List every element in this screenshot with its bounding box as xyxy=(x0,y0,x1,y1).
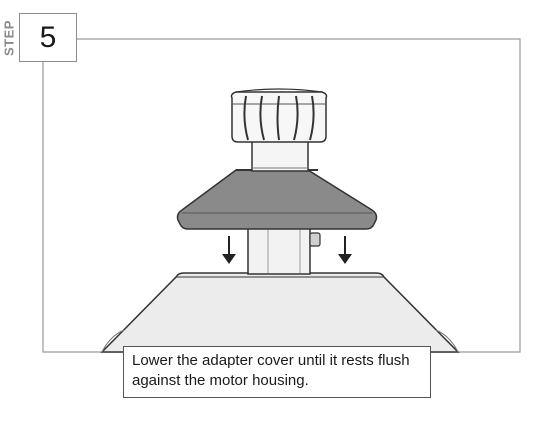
adapter-cover xyxy=(176,169,378,230)
ribbed-knob xyxy=(230,88,328,143)
adapter-stem xyxy=(247,227,321,275)
step-number: 5 xyxy=(39,20,57,54)
down-arrow-icon xyxy=(338,236,352,264)
adapter-collar xyxy=(251,139,309,172)
instruction-text: Lower the adapter cover until it rests f… xyxy=(132,352,410,389)
motor-housing xyxy=(100,272,460,353)
instruction-caption: Lower the adapter cover until it rests f… xyxy=(123,346,431,398)
illustration-frame xyxy=(42,38,521,353)
step-number-box: 5 xyxy=(19,13,77,62)
down-arrow-icon xyxy=(222,236,236,264)
